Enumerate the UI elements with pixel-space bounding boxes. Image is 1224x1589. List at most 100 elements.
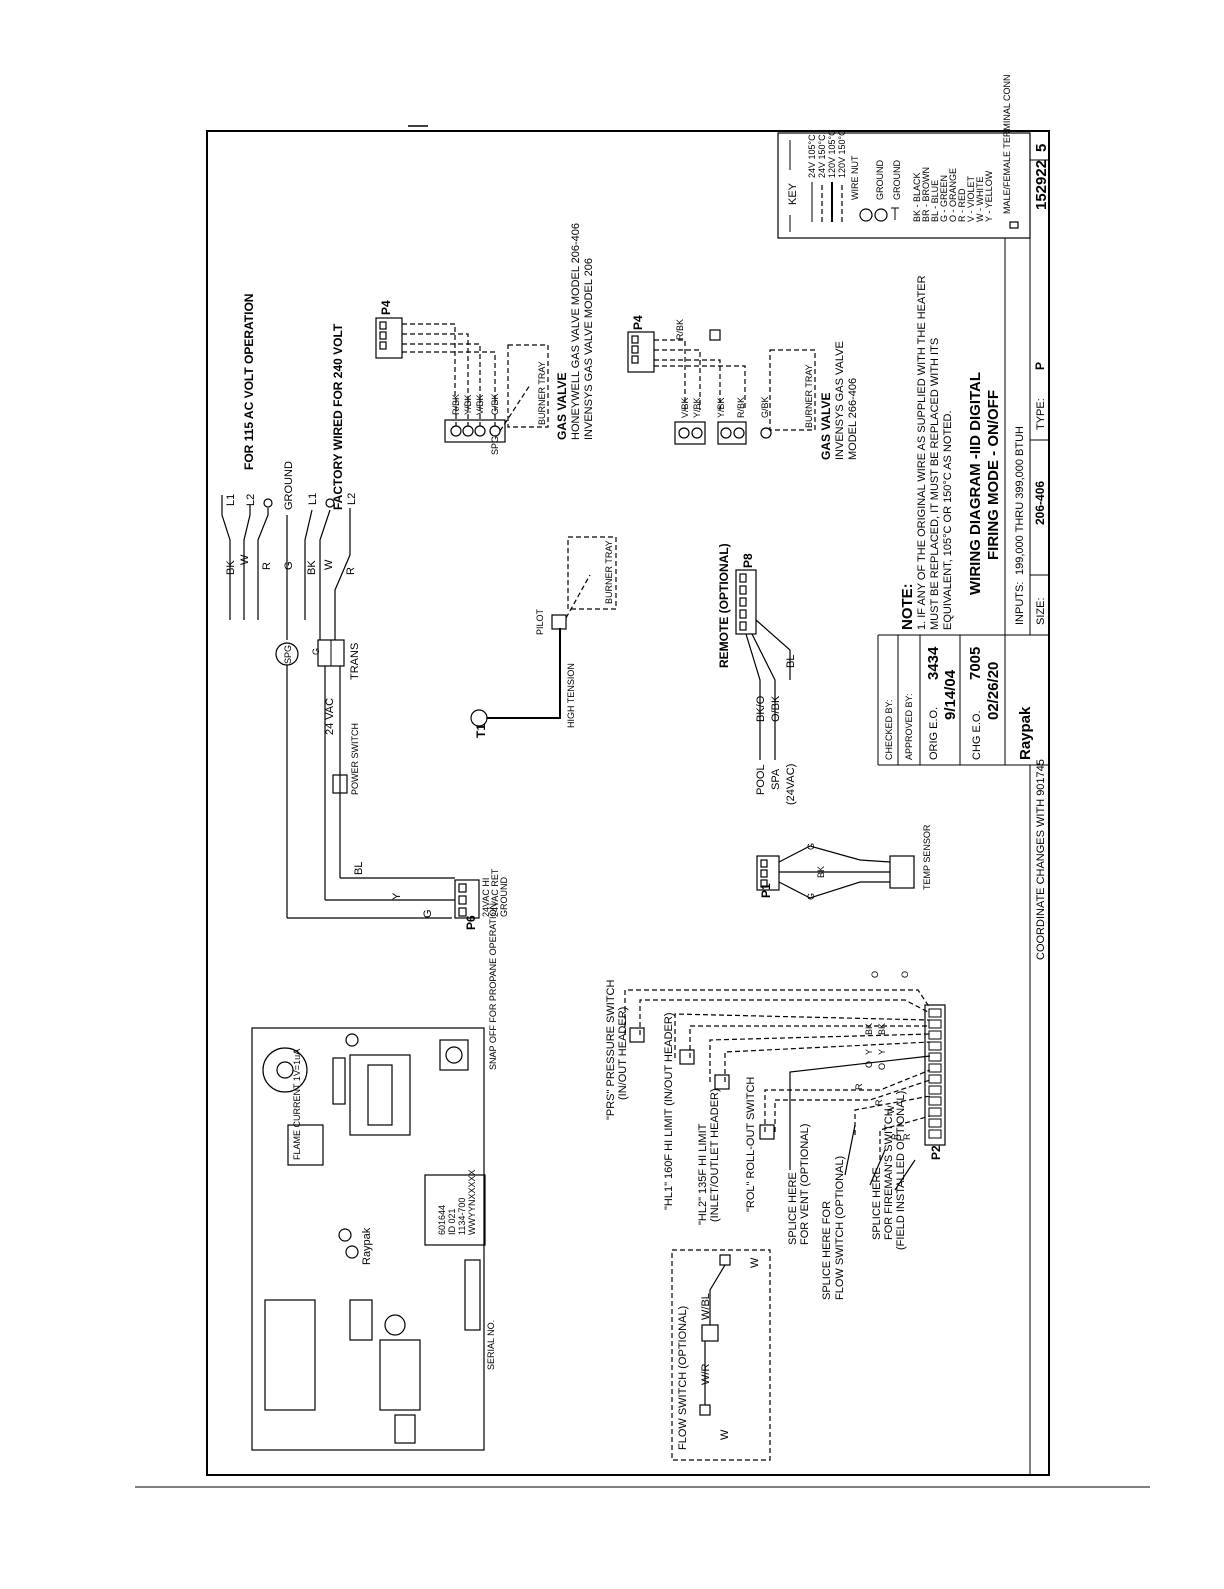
svg-text:GROUND: GROUND — [892, 160, 902, 200]
svg-text:CHECKED BY:: CHECKED BY: — [884, 699, 894, 760]
svg-text:BK: BK — [877, 1023, 887, 1035]
svg-text:R/BK: R/BK — [675, 319, 685, 340]
svg-text:R: R — [261, 562, 273, 570]
svg-text:V - VIOLET: V - VIOLET — [966, 175, 976, 222]
board-terminal-block — [264, 1299, 316, 1411]
svg-text:INVENSYS GAS VALVE MODEL 206: INVENSYS GAS VALVE MODEL 206 — [583, 258, 595, 440]
title-block: CHECKED BY: APPROVED BY: ORIG E.O. 3434 … — [877, 238, 1049, 1475]
svg-text:P4: P4 — [379, 300, 393, 315]
svg-text:Y: Y — [877, 1049, 887, 1055]
svg-text:L2: L2 — [346, 493, 358, 505]
svg-text:ID 021: ID 021 — [447, 1208, 457, 1235]
svg-text:P6: P6 — [464, 915, 478, 930]
svg-text:SPLICE HERE FOR: SPLICE HERE FOR — [821, 1201, 833, 1300]
gas-valve-2: P4 V/BK Y/BK Y/BK R/BK G/BK R/BK BURNER … — [627, 315, 859, 460]
svg-text:FLAME CURRENT 1V=1uA: FLAME CURRENT 1V=1uA — [292, 1049, 302, 1160]
svg-text:SPLICE HERE: SPLICE HERE — [871, 1167, 883, 1240]
svg-text:"HL1" 160F HI LIMIT (IN/OUT HE: "HL1" 160F HI LIMIT (IN/OUT HEADER) — [663, 1012, 675, 1210]
p2-pin — [928, 1019, 942, 1029]
svg-text:TEMP SENSOR: TEMP SENSOR — [922, 824, 932, 890]
svg-text:120V 105°C: 120V 105°C — [827, 129, 837, 178]
svg-text:24VAC HI: 24VAC HI — [481, 878, 491, 917]
svg-text:HIGH TENSION: HIGH TENSION — [566, 663, 576, 728]
svg-text:"ROL" ROLL-OUT SWITCH: "ROL" ROLL-OUT SWITCH — [745, 1077, 757, 1212]
svg-text:T1: T1 — [474, 724, 488, 738]
svg-text:PILOT: PILOT — [535, 608, 545, 635]
svg-text:SERIAL NO.: SERIAL NO. — [486, 1320, 496, 1370]
svg-text:1134-700: 1134-700 — [457, 1198, 467, 1235]
board-chip — [424, 1174, 486, 1246]
svg-text:(INLET/OUTLET HEADER): (INLET/OUTLET HEADER) — [709, 1088, 721, 1222]
svg-text:WWYYNXXXXX: WWYYNXXXXX — [467, 1169, 477, 1235]
board-outline — [251, 1027, 485, 1451]
raypak-logo: Raypak — [1017, 706, 1034, 760]
svg-text:R - RED: R - RED — [957, 188, 967, 222]
svg-text:W: W — [719, 1429, 731, 1440]
p2-pin — [928, 1008, 942, 1018]
svg-text:W: W — [886, 1105, 896, 1114]
svg-text:O: O — [870, 971, 880, 978]
svg-text:MALE/FEMALE TERMINAL CONN: MALE/FEMALE TERMINAL CONN — [1002, 74, 1012, 214]
svg-text:Y/BK: Y/BK — [692, 397, 702, 418]
svg-text:WIRING DIAGRAM -IID DIGITAL: WIRING DIAGRAM -IID DIGITAL — [967, 372, 984, 595]
svg-text:7005: 7005 — [967, 647, 984, 680]
svg-text:GROUND: GROUND — [499, 877, 509, 917]
svg-text:APPROVED BY:: APPROVED BY: — [904, 693, 914, 760]
svg-text:INVENSYS GAS VALVE: INVENSYS GAS VALVE — [834, 341, 846, 460]
svg-text:601644: 601644 — [437, 1205, 447, 1235]
factory-240-label: FACTORY WIRED FOR 240 VOLT — [331, 323, 345, 510]
gas-valve-1: P4 R/BK Y/BK V/BK G/BK SPG BURNER TRAY G… — [375, 223, 595, 455]
svg-text:W: W — [749, 1257, 761, 1268]
svg-text:Y/BK: Y/BK — [716, 397, 726, 418]
rol-switch-icon — [759, 1124, 775, 1140]
burner-tray-box-3 — [769, 349, 816, 431]
flow-switch-section: FLOW SWITCH (OPTIONAL) W/R W/BL W W — [671, 1249, 771, 1461]
svg-text:02/26/20: 02/26/20 — [985, 662, 1002, 720]
control-board: FLAME CURRENT 1V=1uA 601644 ID 021 1134-… — [251, 903, 498, 1451]
svg-text:G: G — [806, 843, 816, 850]
svg-text:O: O — [877, 1063, 887, 1070]
svg-text:V/BK: V/BK — [475, 394, 485, 415]
p2-connector — [924, 1004, 946, 1146]
p4-connector-bottom — [627, 331, 655, 373]
svg-text:3434: 3434 — [925, 646, 942, 680]
p2-pin — [928, 1107, 942, 1117]
svg-text:FOR FIREMAN'S SWITCH: FOR FIREMAN'S SWITCH — [883, 1108, 895, 1240]
svg-text:O: O — [864, 1061, 874, 1068]
svg-text:FLOW SWITCH (OPTIONAL): FLOW SWITCH (OPTIONAL) — [677, 1306, 689, 1450]
p2-pin — [928, 1096, 942, 1106]
svg-text:POWER SWITCH: POWER SWITCH — [350, 723, 360, 795]
svg-text:FOR VENT (OPTIONAL): FOR VENT (OPTIONAL) — [799, 1124, 811, 1245]
svg-text:P2: P2 — [929, 1145, 943, 1160]
svg-text:BK: BK — [225, 560, 237, 575]
svg-text:SPLICE HERE: SPLICE HERE — [787, 1172, 799, 1245]
p2-pin — [928, 1052, 942, 1062]
ground-icon — [874, 208, 888, 222]
drawing-rev: 5 — [1033, 144, 1050, 152]
svg-text:R: R — [874, 1099, 884, 1106]
svg-text:24VAC RET: 24VAC RET — [490, 868, 500, 917]
remote-section: REMOTE (OPTIONAL) P8 BK/O O/BK BL POOL S… — [717, 543, 797, 805]
svg-text:BURNER TRAY: BURNER TRAY — [604, 540, 614, 604]
svg-text:W/R: W/R — [700, 1364, 712, 1385]
svg-text:W: W — [239, 554, 251, 565]
p2-pin — [928, 1129, 942, 1139]
board-transformer — [349, 1054, 411, 1136]
p2-pin — [928, 1041, 942, 1051]
power-switch — [332, 774, 348, 794]
svg-text:SIZE:: SIZE: — [1035, 597, 1047, 625]
svg-text:R: R — [902, 1133, 912, 1140]
svg-text:R: R — [854, 1083, 864, 1090]
p2-pin — [928, 1074, 942, 1084]
svg-text:"HL2" 135F HI LIMIT: "HL2" 135F HI LIMIT — [697, 1123, 709, 1225]
svg-text:G: G — [311, 648, 321, 655]
temp-sensor-section: P1 G BK G TEMP SENSOR — [756, 824, 932, 900]
svg-text:O/BK: O/BK — [770, 695, 782, 722]
svg-text:INPUTS:: INPUTS: — [1014, 582, 1026, 625]
svg-text:120V 150°C: 120V 150°C — [837, 129, 847, 178]
temp-sensor-icon — [889, 855, 915, 889]
svg-text:BK: BK — [306, 560, 318, 575]
key-legend: 152922 5 KEY 24V 105°C 24V 150°C 120V 10… — [777, 74, 1050, 239]
p2-pin — [928, 1030, 942, 1040]
svg-text:G: G — [806, 893, 816, 900]
